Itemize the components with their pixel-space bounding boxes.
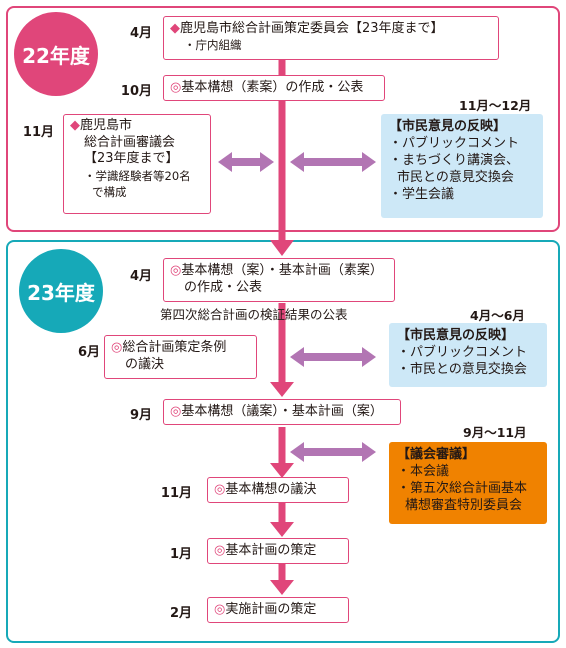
- month-jan-23: 1月: [169, 547, 192, 562]
- circle-icon: ◎: [170, 404, 182, 419]
- citizen-item: ・パブリックコメント: [389, 136, 520, 151]
- month-jun-23: 6月: [77, 345, 100, 360]
- spine-arrow-1: [270, 240, 294, 256]
- jun-item-line-2: の議決: [125, 357, 165, 372]
- council-double-arrow: [218, 152, 274, 172]
- council-line-4: ・学識経験者等20名: [84, 168, 191, 183]
- circle-icon: ◎: [111, 340, 123, 355]
- jan-item-box: ◎基本計画の策定: [207, 538, 349, 564]
- nov-item-text: 基本構想の議決: [225, 482, 317, 497]
- citizen-title-22: 【市民意見の反映】: [389, 119, 507, 134]
- circle-icon: ◎: [214, 543, 226, 558]
- month-apr-22: 4月: [129, 26, 152, 41]
- council-line-5: で構成: [92, 185, 127, 199]
- council-box: ◆鹿児島市 総合計画審議会 【23年度まで】 ・学識経験者等20名 で構成: [63, 114, 211, 214]
- month-apr-23: 4月: [129, 269, 152, 284]
- citizen-item: ・市民との意見交換会: [397, 362, 527, 377]
- circle-icon: ◎: [170, 263, 182, 278]
- assembly-item: 構想審査特別委員会: [405, 498, 523, 513]
- spine-arrow-5: [270, 580, 294, 595]
- citizen-title-23: 【市民意見の反映】: [397, 328, 515, 343]
- spine-arrow-3: [270, 463, 294, 478]
- diamond-icon: ◆: [170, 21, 180, 36]
- jun-item-line-1: 総合計画策定条例: [122, 340, 227, 355]
- feb-item-text: 実施計画の策定: [225, 602, 317, 617]
- citizen-double-arrow-23: [290, 347, 376, 367]
- oct-item-text: 基本構想（素案）の作成・公表: [181, 80, 364, 95]
- circle-icon: ◎: [214, 602, 226, 617]
- assembly-title: 【議会審議】: [397, 447, 476, 462]
- assembly-panel: 【議会審議】 ・本会議 ・第五次総合計画基本 構想審査特別委員会: [389, 442, 547, 524]
- citizen-item: 市民との意見交換会: [397, 170, 514, 185]
- month-sep-23: 9月: [129, 408, 152, 423]
- sep-item-box: ◎基本構想（議案）・基本計画（案）: [163, 399, 401, 425]
- circle-icon: ◎: [170, 80, 182, 95]
- council-line-2: 総合計画審議会: [84, 134, 176, 150]
- citizen-item: ・パブリックコメント: [397, 345, 528, 360]
- committee-box: ◆鹿児島市総合計画策定委員会【23年度まで】 ・庁内組織: [163, 16, 499, 60]
- month-nov-22: 11月: [22, 125, 54, 140]
- council-line-1: 鹿児島市: [80, 118, 133, 133]
- oct-item-box: ◎基本構想（素案）の作成・公表: [163, 75, 385, 101]
- citizen-item: ・まちづくり講演会、: [389, 153, 520, 168]
- committee-sub: ・庁内組織: [184, 38, 242, 52]
- month-nov-23: 11月: [160, 486, 192, 501]
- council-line-3: 【23年度まで】: [84, 151, 179, 166]
- committee-title: 鹿児島市総合計画策定委員会【23年度まで】: [180, 21, 444, 36]
- citizen-panel-23: 【市民意見の反映】 ・パブリックコメント ・市民との意見交換会: [389, 323, 547, 387]
- citizen-item: ・学生会議: [389, 187, 455, 202]
- assembly-double-arrow: [290, 442, 376, 462]
- diamond-icon: ◆: [70, 118, 80, 133]
- fy22-badge: 22年度: [14, 12, 98, 96]
- apr-item-box: ◎基本構想（案）・基本計画（素案） の作成・公表: [163, 258, 395, 302]
- nov-item-box: ◎基本構想の議決: [207, 477, 349, 503]
- citizen-double-arrow-22: [290, 152, 376, 172]
- month-oct-22: 10月: [120, 84, 152, 99]
- jun-item-box: ◎総合計画策定条例 の議決: [104, 335, 257, 379]
- jan-item-text: 基本計画の策定: [225, 543, 317, 558]
- spine-arrow-4: [270, 522, 294, 537]
- assembly-item: ・本会議: [397, 464, 450, 479]
- period-23-1: 4月～6月: [470, 308, 525, 323]
- verify-note: 第四次総合計画の検証結果の公表: [160, 307, 348, 322]
- spine-arrow-2: [270, 382, 294, 397]
- period-23-2: 9月～11月: [463, 425, 527, 440]
- period-22: 11月～12月: [459, 98, 532, 113]
- fy23-badge: 23年度: [19, 249, 103, 333]
- feb-item-box: ◎実施計画の策定: [207, 597, 349, 623]
- month-feb-23: 2月: [169, 606, 192, 621]
- sep-item-text: 基本構想（議案）・基本計画（案）: [181, 404, 383, 419]
- citizen-panel-22: 【市民意見の反映】 ・パブリックコメント ・まちづくり講演会、 市民との意見交換…: [381, 114, 543, 218]
- apr-item-line-2: の作成・公表: [184, 280, 263, 295]
- assembly-item: ・第五次総合計画基本: [397, 481, 528, 496]
- circle-icon: ◎: [214, 482, 226, 497]
- apr-item-line-1: 基本構想（案）・基本計画（素案）: [181, 263, 383, 278]
